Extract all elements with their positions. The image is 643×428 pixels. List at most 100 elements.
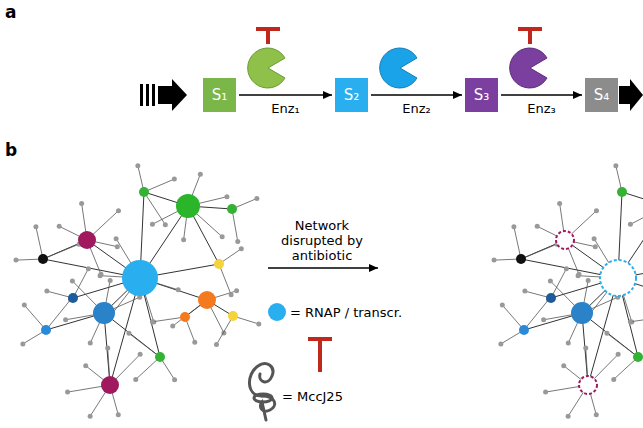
network-node (101, 376, 119, 394)
network-stroke (170, 323, 175, 328)
network-stroke (65, 390, 70, 395)
network (492, 163, 643, 419)
network-stroke (524, 300, 549, 330)
network-stroke (44, 289, 49, 294)
network-stroke (541, 317, 546, 322)
network-node (198, 291, 216, 309)
network-stroke (198, 172, 203, 177)
network-node (214, 259, 224, 269)
network-stroke (521, 244, 557, 259)
legend-text: = RNAP / transcr. (290, 305, 402, 320)
network-node (633, 352, 643, 362)
network-stroke (498, 341, 503, 346)
network-stroke (611, 377, 616, 382)
network-stroke (511, 224, 516, 229)
network-node (180, 312, 190, 322)
network-stroke (235, 239, 240, 244)
network-stroke (70, 278, 75, 283)
network-stroke (214, 342, 219, 347)
network-node (93, 302, 115, 324)
network-stroke (564, 266, 569, 271)
substrate-label: S₁ (212, 86, 228, 104)
network (14, 163, 262, 419)
network-stroke (108, 278, 113, 283)
enzyme-3 (510, 48, 547, 88)
network-node (41, 325, 51, 335)
network-stroke (220, 234, 225, 239)
substrate-box: S₂ (335, 78, 368, 112)
network-stroke (492, 258, 497, 263)
network-node (155, 352, 165, 362)
network-stroke (116, 412, 121, 417)
network-stroke (86, 266, 91, 271)
network-stroke (98, 272, 103, 277)
network-stroke (583, 346, 588, 351)
network-node (68, 293, 78, 303)
network-stroke (229, 292, 234, 297)
network-stroke (20, 341, 25, 346)
panel-letter: b (5, 140, 17, 160)
substrate-box: S₁ (203, 78, 236, 112)
network-stroke (630, 206, 643, 224)
network-node (78, 231, 96, 249)
flow-arrow (619, 79, 643, 111)
network-stroke (576, 272, 581, 277)
network-stroke (176, 287, 181, 292)
network-stroke (150, 319, 155, 324)
network-stroke (79, 201, 84, 206)
network-stroke (557, 201, 562, 206)
network-stroke (88, 414, 93, 419)
network-stroke (144, 192, 165, 225)
substrate-box: S₃ (465, 78, 498, 112)
substrate-box: S₄ (585, 78, 618, 112)
network-node (571, 302, 593, 324)
network-node (139, 187, 149, 197)
network-stroke (592, 236, 597, 241)
network-node (176, 194, 200, 218)
network-stroke (33, 224, 38, 229)
enzyme-label: Enz₁ (269, 101, 302, 116)
disrupted-node (556, 231, 574, 249)
network-stroke (46, 300, 71, 330)
disrupt-arrow (268, 267, 378, 269)
network-stroke (604, 331, 609, 336)
network-stroke (256, 321, 261, 326)
network-stroke (500, 303, 505, 308)
network-stroke (628, 222, 633, 227)
network-stroke (83, 363, 88, 368)
network-stroke (116, 208, 121, 213)
enzyme-label: Enz₂ (400, 101, 433, 116)
panel-letter: a (5, 2, 16, 22)
substrate-label: S₄ (594, 86, 610, 104)
network-stroke (43, 244, 79, 259)
network-stroke (129, 333, 160, 357)
network-stroke (239, 246, 244, 251)
reaction-arrow (501, 94, 582, 96)
substrate-label: S₃ (474, 86, 490, 104)
network-stroke (628, 319, 633, 324)
enzyme-1 (248, 48, 285, 88)
enzyme-2 (380, 48, 417, 88)
substrate-label: S₂ (344, 86, 360, 104)
network-stroke (135, 163, 140, 168)
network-node (227, 204, 237, 214)
network-stroke (126, 331, 131, 336)
network-node (617, 187, 627, 197)
network-node (38, 254, 48, 264)
network-stroke (138, 352, 143, 357)
network-stroke (192, 340, 197, 345)
reaction-arrow (371, 94, 462, 96)
enzyme-label: Enz₃ (525, 101, 558, 116)
network-stroke (616, 352, 621, 357)
legend-swatch (268, 303, 286, 321)
network-stroke (593, 244, 598, 249)
network-node (516, 254, 526, 264)
flow-arrow (140, 79, 187, 111)
network-stroke (22, 303, 27, 308)
inhibitor (256, 29, 542, 44)
arrow-caption: Network disrupted by antibiotic (262, 219, 382, 264)
network-stroke (594, 412, 599, 417)
